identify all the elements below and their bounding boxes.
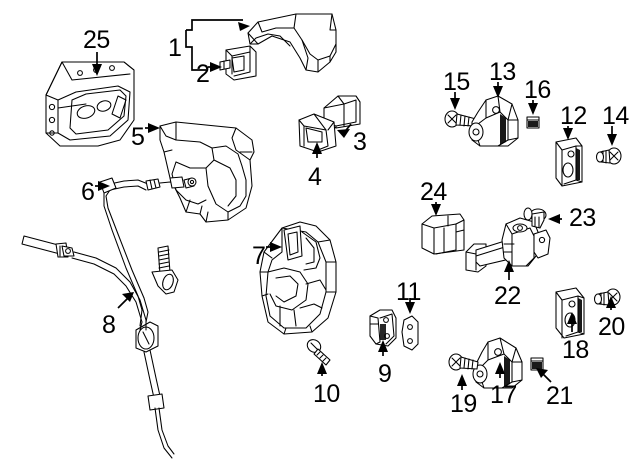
part-17-lower-hinge-body bbox=[472, 337, 523, 389]
part-2-handle-end-cap bbox=[219, 45, 257, 81]
callout-10[interactable]: 10 bbox=[313, 380, 340, 408]
callout-17[interactable]: 17 bbox=[490, 381, 517, 409]
part-23-check-strap-bolt bbox=[523, 207, 547, 229]
callout-4[interactable]: 4 bbox=[308, 163, 322, 191]
part-15-hinge-pin-bolt bbox=[444, 110, 477, 128]
part-25-inside-door-handle-bezel bbox=[45, 61, 135, 147]
part-11-retainer-plate bbox=[401, 315, 419, 351]
part-16-hinge-bushing-cap bbox=[526, 116, 540, 129]
callout-23[interactable]: 23 bbox=[569, 204, 596, 232]
part-21-hinge-stop-cap bbox=[530, 357, 544, 371]
callout-12[interactable]: 12 bbox=[560, 102, 587, 130]
part-20-plate-bolt bbox=[593, 288, 621, 306]
part-9-striker-bracket bbox=[369, 309, 397, 347]
part-1-outside-door-handle bbox=[247, 13, 337, 73]
callout-9[interactable]: 9 bbox=[378, 360, 392, 388]
part-24-check-strap-bumper bbox=[421, 213, 465, 255]
part-12-hinge-lower-half bbox=[555, 137, 583, 187]
callout-3[interactable]: 3 bbox=[353, 128, 367, 156]
callout-6[interactable]: 6 bbox=[81, 178, 95, 206]
callout-8[interactable]: 8 bbox=[102, 311, 116, 339]
part-5-handle-carrier-bracket bbox=[159, 121, 255, 223]
callout-7[interactable]: 7 bbox=[252, 242, 266, 270]
part-10-latch-screw bbox=[306, 339, 331, 366]
callout-21[interactable]: 21 bbox=[546, 382, 573, 410]
leader-lines bbox=[92, 19, 617, 390]
callout-15[interactable]: 15 bbox=[443, 68, 470, 96]
callout-1[interactable]: 1 bbox=[168, 34, 182, 62]
callout-18[interactable]: 18 bbox=[562, 336, 589, 364]
part-4-handle-bezel-cover bbox=[298, 113, 337, 153]
part-19-hinge-bolt-lower bbox=[448, 353, 479, 371]
callout-20[interactable]: 20 bbox=[598, 313, 625, 341]
callout-19[interactable]: 19 bbox=[450, 390, 477, 418]
part-22-door-check-strap bbox=[465, 217, 551, 273]
part-3-handle-cover-upper bbox=[323, 95, 361, 129]
callout-22[interactable]: 22 bbox=[494, 282, 521, 310]
callout-24[interactable]: 24 bbox=[420, 178, 447, 206]
callout-11[interactable]: 11 bbox=[396, 278, 421, 306]
part-13-hinge-upper-half bbox=[468, 95, 519, 147]
part-8-lock-control-cable bbox=[21, 235, 179, 459]
callout-2[interactable]: 2 bbox=[196, 60, 210, 88]
callout-5[interactable]: 5 bbox=[131, 123, 145, 151]
callout-16[interactable]: 16 bbox=[524, 76, 551, 104]
part-14-hinge-bolt-upper bbox=[595, 147, 622, 165]
part-7-door-latch-assembly bbox=[259, 221, 337, 335]
part-18-hinge-mount-plate bbox=[555, 287, 585, 339]
part-6-latch-release-cable bbox=[99, 176, 197, 299]
callout-14[interactable]: 14 bbox=[602, 102, 629, 130]
callout-13[interactable]: 13 bbox=[489, 58, 516, 86]
callout-25[interactable]: 25 bbox=[83, 26, 110, 54]
